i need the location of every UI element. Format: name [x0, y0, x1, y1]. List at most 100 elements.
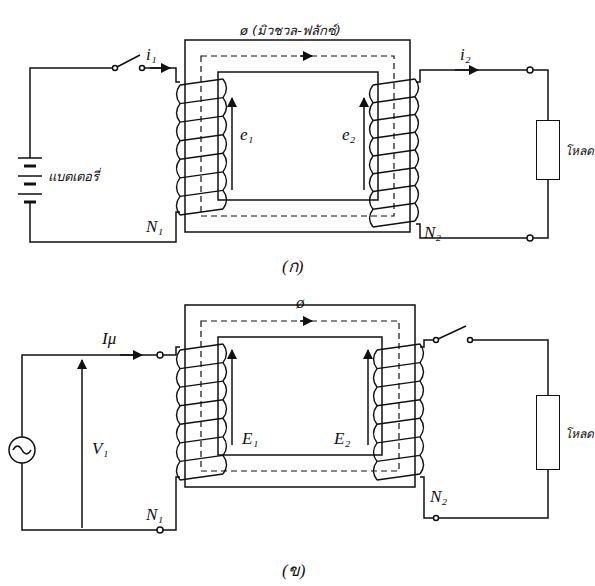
coil-winding — [370, 174, 374, 192]
coil-winding — [420, 344, 424, 363]
coil-winding — [374, 369, 378, 388]
coil-winding — [180, 400, 223, 406]
figure-label: (ข) — [282, 562, 305, 579]
coil-winding — [370, 138, 374, 156]
coil-winding — [374, 406, 378, 425]
coil-winding — [377, 363, 420, 369]
coil-winding — [223, 135, 227, 154]
coil-winding — [377, 418, 420, 424]
coil-winding — [180, 116, 223, 122]
coil-winding — [223, 363, 227, 382]
wire — [30, 202, 180, 242]
current-label: i₁ — [146, 46, 157, 63]
coil-winding — [177, 196, 181, 215]
coil-winding — [415, 115, 419, 133]
coil-winding — [415, 97, 419, 115]
winding-label: N₂ — [430, 488, 447, 505]
flux-label: ø (มิวชวล-ฟลักซ์) — [240, 24, 341, 37]
ac-source-symbol — [9, 437, 35, 463]
coil-winding — [177, 424, 181, 443]
emf-label: e₁ — [240, 126, 253, 143]
coil-winding — [223, 172, 227, 191]
coil-winding — [223, 381, 227, 400]
coil-winding — [180, 344, 223, 350]
flux-path — [201, 321, 399, 471]
current-label: Iμ — [102, 330, 116, 347]
coil-winding — [370, 156, 374, 174]
coil-winding — [177, 85, 181, 104]
coil-winding — [377, 437, 420, 443]
current-label: i₂ — [460, 46, 471, 63]
coil-winding — [180, 381, 223, 387]
figure-label: (ก) — [282, 258, 303, 275]
coil-winding — [180, 98, 223, 104]
coil-winding — [373, 115, 415, 121]
coil-winding — [223, 344, 227, 363]
coil-winding — [223, 153, 227, 172]
coil-winding — [180, 135, 223, 141]
coil-winding — [223, 437, 227, 456]
switch-blade — [117, 55, 140, 67]
wire — [22, 355, 157, 437]
wire — [533, 70, 548, 120]
switch-blade — [438, 326, 466, 339]
coil-winding — [177, 159, 181, 178]
coil-winding — [177, 461, 181, 480]
coil-winding — [177, 387, 181, 406]
coil-winding — [370, 192, 374, 210]
flux-label: ø — [296, 294, 305, 311]
coil-winding — [373, 150, 415, 156]
coil-winding — [374, 350, 378, 369]
coil-winding — [415, 150, 419, 168]
coil-winding — [374, 424, 378, 443]
coil-winding — [180, 190, 223, 196]
coil-winding — [177, 122, 181, 141]
winding-label: N₁ — [146, 218, 163, 235]
coil-winding — [177, 141, 181, 160]
coil-winding — [177, 178, 181, 197]
coil-winding — [415, 79, 419, 97]
coil-winding — [223, 116, 227, 135]
coil-winding — [370, 121, 374, 139]
coil-winding — [377, 344, 420, 350]
load-box: โหลด — [536, 395, 560, 470]
coil-winding — [223, 98, 227, 117]
emf-label: E₂ — [334, 430, 350, 447]
wire — [144, 68, 180, 82]
coil-winding — [180, 455, 223, 461]
wire — [533, 180, 548, 238]
coil-winding — [420, 455, 424, 474]
coil-winding — [223, 190, 227, 209]
coil-winding — [374, 461, 378, 480]
coil-winding — [180, 363, 223, 369]
coil-winding — [180, 153, 223, 159]
coil-winding — [180, 172, 223, 178]
load-box: โหลด — [536, 120, 560, 180]
coil-winding — [223, 400, 227, 419]
coil-winding — [180, 418, 223, 424]
coil-winding — [223, 455, 227, 474]
wire — [22, 463, 157, 530]
winding-label: N₁ — [146, 506, 163, 523]
coil-winding — [180, 474, 223, 480]
coil-winding — [377, 400, 420, 406]
coil-winding — [377, 455, 420, 461]
coil-winding — [177, 369, 181, 388]
coil-winding — [223, 79, 227, 98]
coil-winding — [370, 209, 374, 227]
coil-winding — [415, 132, 419, 150]
coil-winding — [377, 381, 420, 387]
coil-winding — [420, 363, 424, 382]
coil-winding — [420, 437, 424, 456]
wire — [163, 477, 180, 530]
battery-symbol — [18, 158, 42, 202]
coil-winding — [415, 168, 419, 186]
coil-winding — [373, 132, 415, 138]
load-label: โหลด — [565, 423, 594, 442]
coil-winding — [373, 97, 415, 103]
iron-core — [185, 305, 415, 487]
coil-winding — [373, 221, 415, 227]
coil-winding — [373, 186, 415, 192]
coil-winding — [373, 79, 415, 85]
